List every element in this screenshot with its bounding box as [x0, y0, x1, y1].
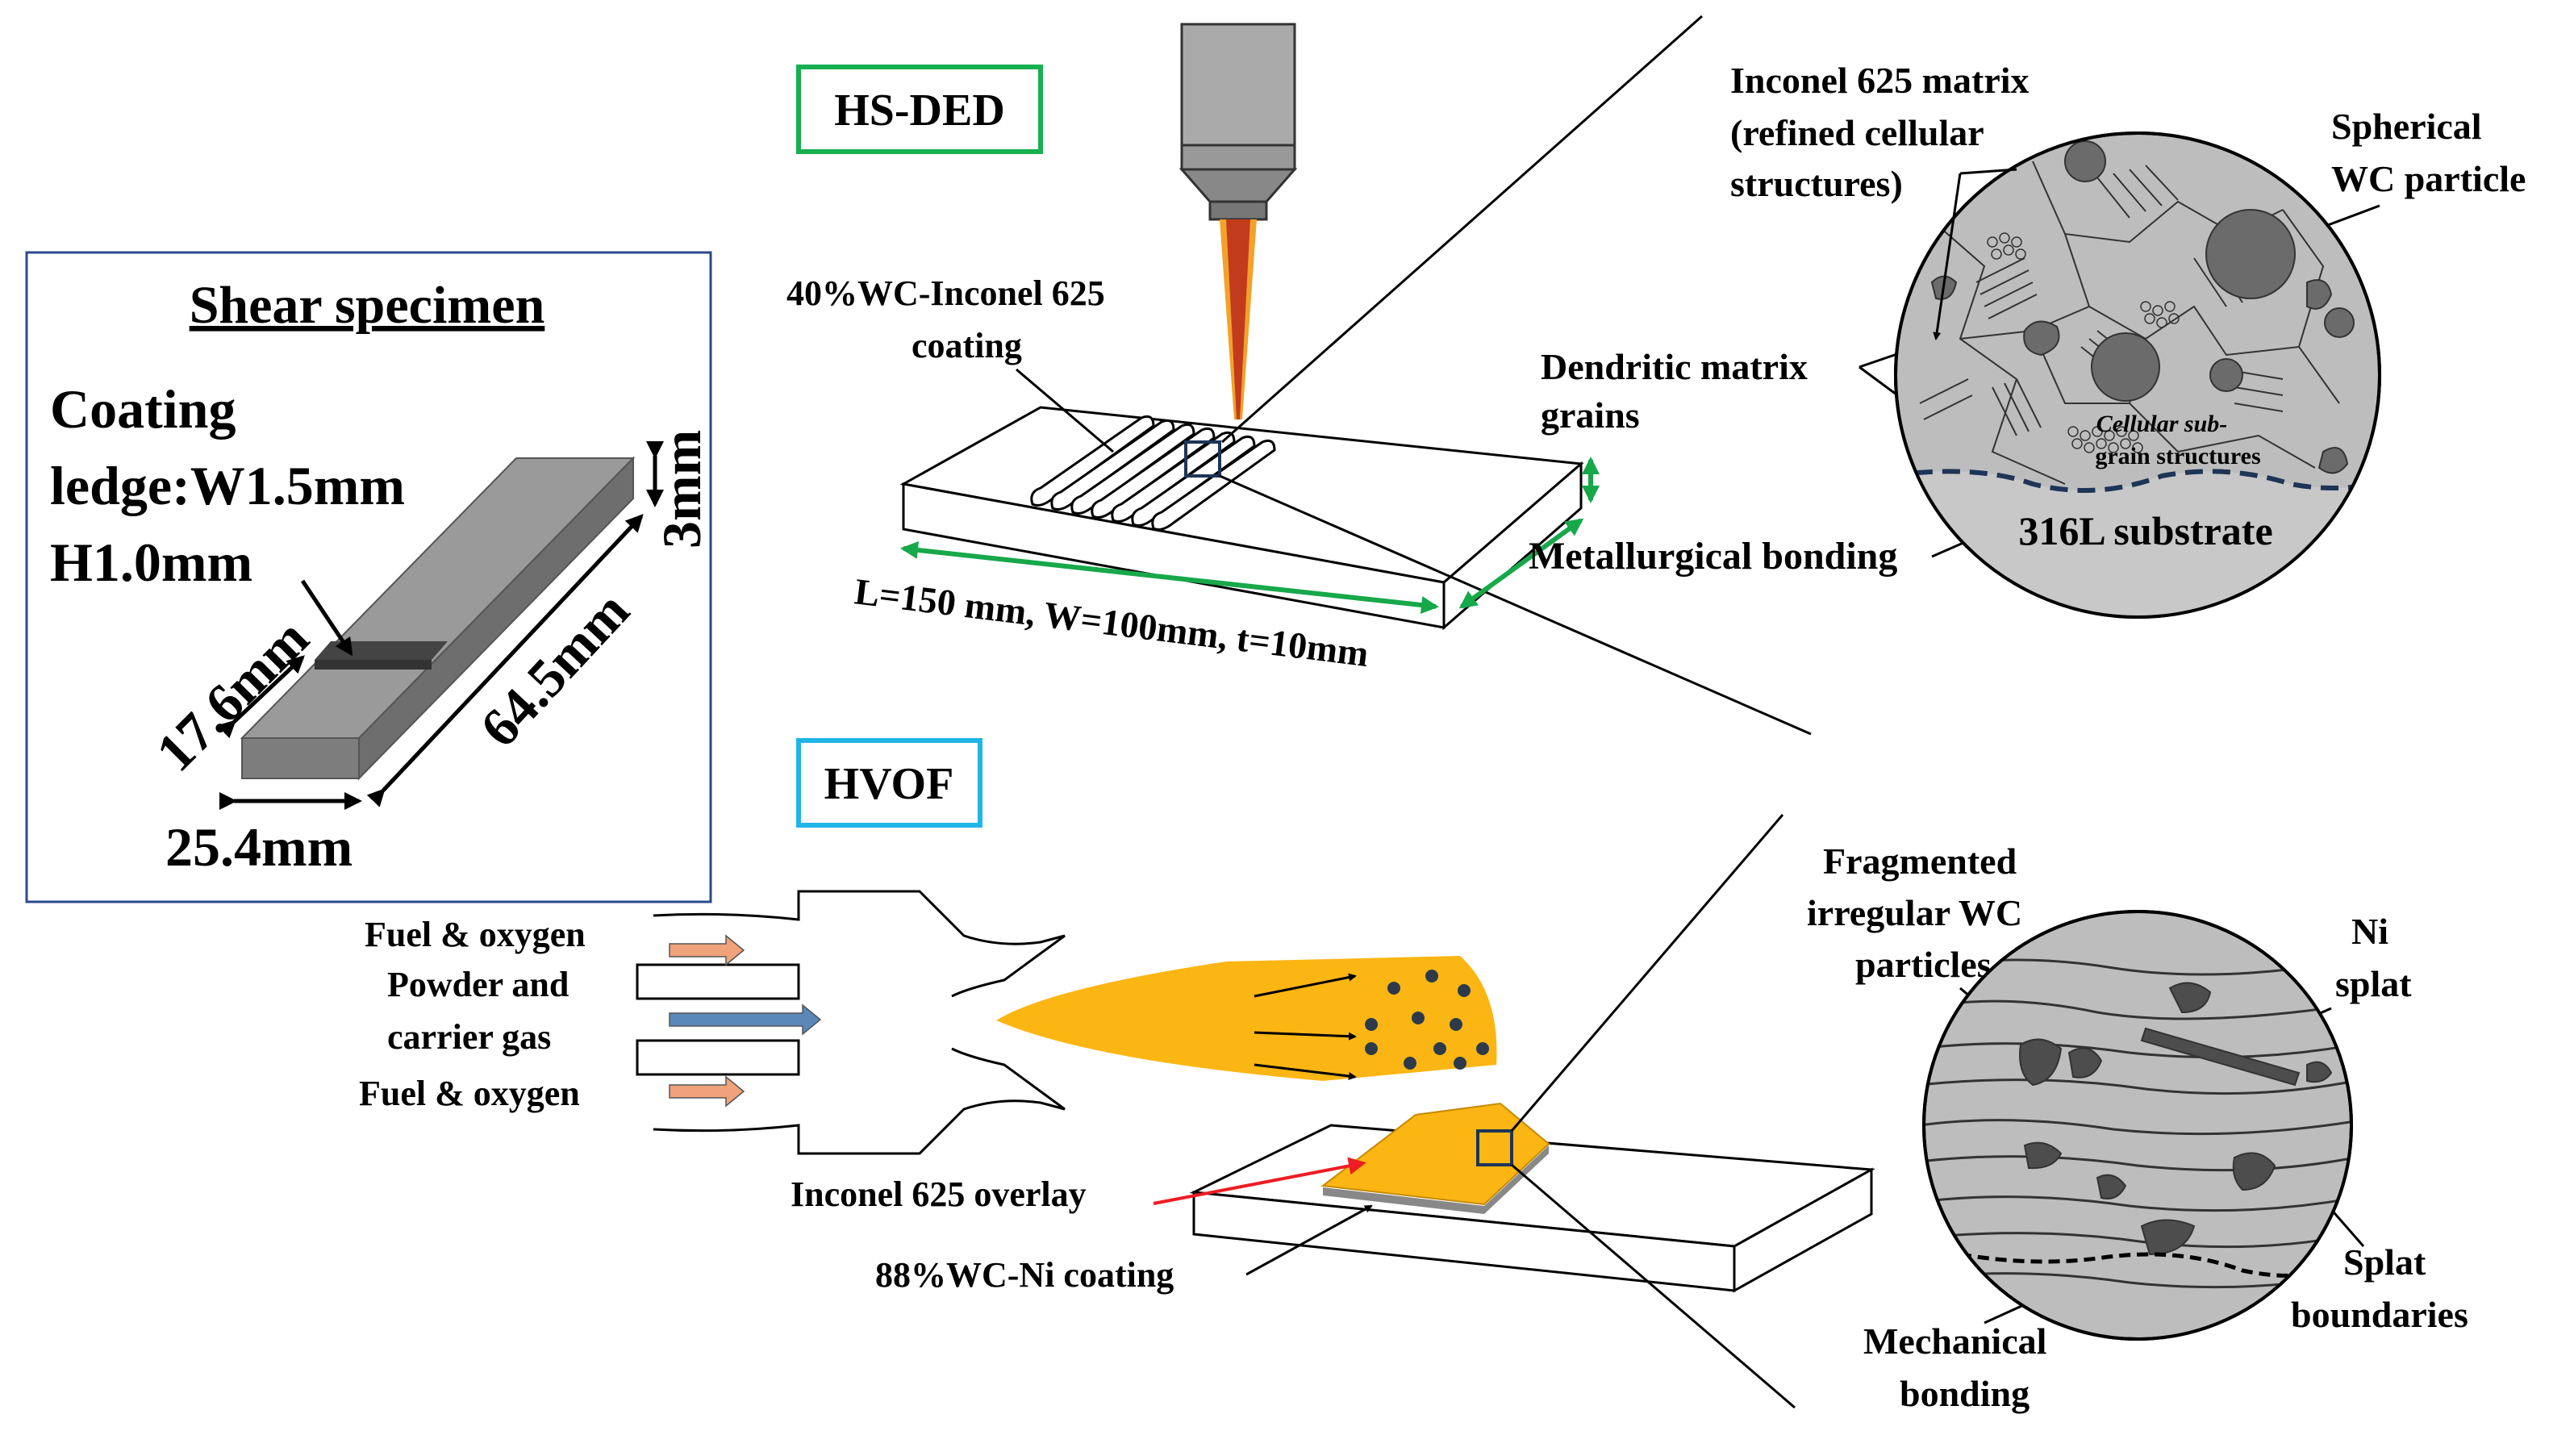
weld-beads: [1030, 415, 1276, 531]
splat-label-2: boundaries: [2291, 1294, 2468, 1335]
wc-particle: [2091, 332, 2160, 402]
hsded-label: HS-DED: [834, 86, 1005, 136]
nozzle-icon: [1179, 23, 1298, 221]
mech-label-2: bonding: [1900, 1373, 2030, 1414]
plate-width-arrow: [1458, 518, 1584, 609]
wc-ni-coating-label: 88%WC-Ni coating: [875, 1255, 1174, 1295]
wc-particle: [2064, 140, 2106, 182]
wc-ni-pointer: [1245, 1204, 1373, 1276]
coating-label-3: H1.0mm: [50, 532, 252, 593]
hvof-label-box: [796, 738, 982, 828]
hsded-label-box: [796, 65, 1043, 154]
coating-pointer: [300, 579, 353, 657]
fragmented-label-1: Fragmented: [1823, 841, 2017, 882]
wc-ni-coating-layer: [1323, 1145, 1549, 1214]
ni-splat: [2140, 1027, 2301, 1087]
ni-label-1: Ni: [2351, 911, 2388, 952]
plate-length-arrow: [900, 541, 1439, 614]
wc-fragment: [2019, 1038, 2063, 1087]
matrix-label-3: structures): [1730, 163, 1903, 204]
hsded-coating-1: 40%WC-Inconel 625: [786, 273, 1105, 313]
dim-length-arrow: [366, 514, 644, 807]
powder-label-2: carrier gas: [387, 1017, 551, 1057]
fusion-boundary: [1896, 469, 2380, 493]
inconel-overlay: [1320, 1102, 1550, 1206]
cellular-label-1: Cellular sub-: [2096, 411, 2228, 437]
dim-width-arrow: [217, 655, 305, 739]
dim-height-label: 3mm: [651, 430, 712, 549]
dim-base-label: 25.4mm: [165, 816, 353, 878]
fragmented-label-3: particles: [1855, 944, 1992, 985]
fuel-label-top: Fuel & oxygen: [365, 915, 586, 954]
ni-label-2: splat: [2335, 963, 2412, 1004]
wc-particle: [2306, 279, 2333, 310]
hvof-label: HVOF: [824, 759, 954, 809]
wc-fragment: [2168, 982, 2212, 1014]
fuel-label-bottom: Fuel & oxygen: [359, 1074, 580, 1113]
wc-particle: [2205, 209, 2296, 299]
hsded-section: HS-DED: [786, 15, 2526, 736]
overlay-pointer: [1153, 1157, 1366, 1205]
splat-label-1: Splat: [2343, 1241, 2426, 1283]
matrix-label-1: Inconel 625 matrix: [1730, 60, 2030, 101]
wc-fragment: [2023, 1141, 2063, 1170]
wc-fragment: [2096, 1174, 2127, 1199]
coating-label-2: ledge:W1.5mm: [50, 455, 405, 516]
powder-particles: [1365, 970, 1489, 1070]
spherical-label-1: Spherical: [2331, 106, 2482, 147]
matrix-label-2: (refined cellular: [1730, 112, 1984, 153]
mech-label-1: Mechanical: [1863, 1320, 2046, 1362]
hsded-zoom-box: [1184, 440, 1221, 478]
overlay-label: Inconel 625 overlay: [791, 1174, 1087, 1214]
cellular-label-2: grain structures: [2095, 443, 2260, 469]
wc-particle: [2324, 307, 2355, 338]
coating-ledge-edge: [315, 660, 432, 670]
wc-fragment: [2067, 1047, 2103, 1078]
hvof-gun-icon: [636, 890, 1066, 1155]
dendritic-label-1: Dendritic matrix: [1541, 346, 1808, 387]
fragmented-label-2: irregular WC: [1807, 892, 2022, 933]
matrix-pointer: [1959, 168, 2017, 175]
wc-fragment: [2232, 1152, 2276, 1191]
spherical-label-2: WC particle: [2331, 158, 2526, 199]
specimen-title: Shear specimen: [190, 276, 545, 335]
plume-arrows: [1254, 973, 1357, 1081]
dendritic-label-2: grains: [1541, 394, 1640, 436]
wc-particle: [2209, 358, 2243, 392]
coating-label-1: Coating: [50, 378, 236, 440]
laser-beam: [1220, 219, 1257, 419]
hvof-zoom-box: [1476, 1129, 1513, 1166]
shear-specimen-panel: Shear specimen Coating ledge:W1.5mm H1.0…: [25, 251, 712, 903]
powder-label-1: Powder and: [387, 965, 569, 1004]
substrate-label: 316L substrate: [2018, 508, 2272, 553]
hvof-proj-upper: [1510, 814, 1784, 1132]
hsded-proj-upper: [1221, 15, 1703, 444]
wc-particle: [2023, 320, 2060, 357]
metallurgical-bonding-label: Metallurgical bonding: [1529, 535, 1897, 578]
specimen-front-face: [241, 737, 360, 779]
hvof-microstructure-circle: [1922, 910, 2353, 1341]
coating-ledge: [315, 641, 448, 660]
hsded-microstructure-circle: [1894, 131, 2381, 619]
hsded-coating-pointer: [1016, 368, 1114, 453]
interface-boundary: [1959, 1252, 2340, 1278]
fuel-arrow-bottom: [669, 1075, 745, 1108]
wc-particle: [2317, 447, 2349, 474]
fuel-arrow-top: [669, 934, 745, 966]
matrix-pointer-2: [1933, 173, 1962, 340]
hsded-coating-2: coating: [912, 326, 1022, 365]
hvof-section: HVOF Fuel & oxygen Powder and carrier ga…: [359, 738, 2468, 1414]
hvof-proj-lower: [1511, 1163, 1796, 1409]
wc-fragment: [2306, 1061, 2333, 1083]
powder-arrow: [669, 1003, 822, 1036]
